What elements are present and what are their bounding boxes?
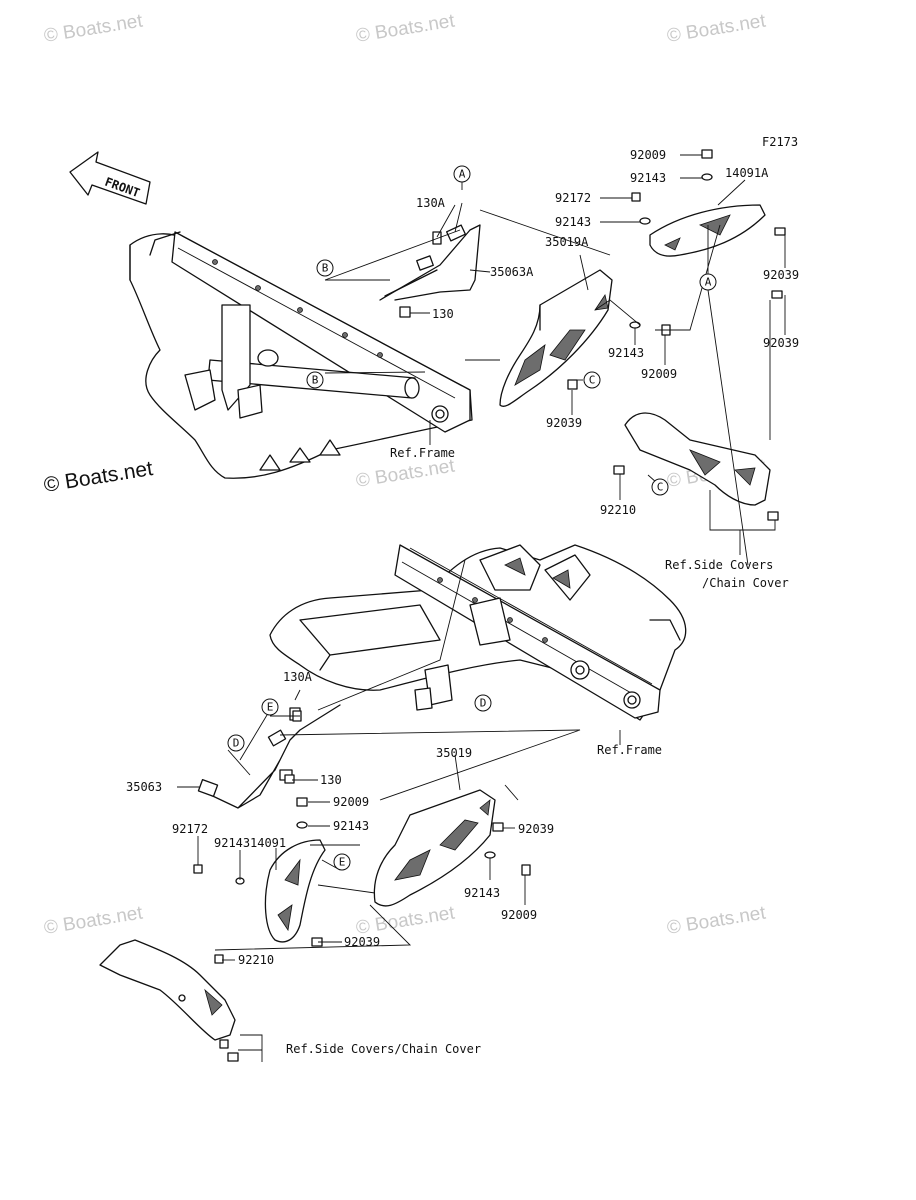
lower-label-130A: 130A [283,670,313,684]
upper-callout-C1: C [583,371,601,389]
lower-label-92143-top: 92143 [333,819,369,833]
upper-label-35019A: 35019A [545,235,589,249]
upper-assembly: A A B B C C 130A 35063A 130 Ref.Frame 35… [129,148,799,590]
lower-label-14091: 14091 [250,836,286,850]
upper-callout-A1: A [453,165,471,183]
lower-frame-rail [394,544,661,719]
watermark-top-right: © Boats.net [665,11,767,47]
upper-label-ref-chain-cover: /Chain Cover [702,576,789,590]
upper-label-92143-mid: 92143 [555,215,591,229]
watermark-top-center: © Boats.net [354,11,456,47]
lower-fastener-92009 [296,797,308,807]
lower-assembly: D D E E 130A 35063 130 Ref.Frame 35019 9… [99,544,687,1062]
lower-label-130: 130 [320,773,342,787]
lower-label-35019: 35019 [436,746,472,760]
watermark-bottom-center: © Boats.net [354,903,456,939]
lower-label-92143-left: 92143 [214,836,250,850]
watermark-dark: © Boats.net [42,457,154,497]
upper-label-92172: 92172 [555,191,591,205]
svg-text:D: D [480,697,487,710]
upper-fastener-92009 [701,149,713,159]
watermark-top-left: © Boats.net [42,11,144,47]
svg-text:B: B [312,374,319,387]
upper-label-92039-c: 92039 [546,416,582,430]
upper-label-92210: 92210 [600,503,636,517]
figure-code: F2173 [762,135,798,149]
watermark-bottom-right: © Boats.net [665,903,767,939]
lower-callout-E2: E [333,853,351,871]
lower-label-35063: 35063 [126,780,162,794]
upper-rod-35063A [379,224,481,301]
watermark-mid-center: © Boats.net [354,456,456,492]
svg-text:A: A [459,168,466,181]
watermark-bottom-left: © Boats.net [42,903,144,939]
upper-callout-C2: C [651,478,669,496]
upper-label-92143-low: 92143 [608,346,644,360]
lower-callout-E1: E [261,698,279,716]
lower-label-ref-side-covers: Ref.Side Covers/Chain Cover [286,1042,481,1056]
upper-label-14091A: 14091A [725,166,769,180]
upper-label-130A: 130A [416,196,446,210]
upper-callout-B1: B [316,259,334,277]
upper-label-ref-side-covers: Ref.Side Covers [665,558,773,572]
lower-label-92172: 92172 [172,822,208,836]
svg-text:D: D [233,737,240,750]
svg-text:C: C [657,481,664,494]
lower-label-92039-right: 92039 [518,822,554,836]
lower-label-92143-right: 92143 [464,886,500,900]
front-arrow-icon: FRONT [69,151,151,205]
lower-label-92210: 92210 [238,953,274,967]
upper-label-92009-top: 92009 [630,148,666,162]
upper-label-ref-frame: Ref.Frame [390,446,455,460]
lower-rod-35063 [199,704,341,809]
lower-label-92039-low: 92039 [344,935,380,949]
upper-callout-A2: A [699,273,717,291]
lower-label-92009-right: 92009 [501,908,537,922]
upper-callout-B2: B [306,371,324,389]
lower-label-92009-top: 92009 [333,795,369,809]
lower-callout-D1: D [474,694,492,712]
lower-side-cover [99,939,236,1041]
svg-text:E: E [267,701,274,714]
upper-label-35063A: 35063A [490,265,534,279]
svg-text:E: E [339,856,346,869]
upper-label-92143-top: 92143 [630,171,666,185]
svg-text:A: A [705,276,712,289]
svg-text:C: C [589,374,596,387]
upper-guard-14091A [649,204,766,257]
svg-text:B: B [322,262,329,275]
lower-guard-14091 [264,839,326,943]
upper-washer-92143 [701,173,713,181]
lower-callout-D2: D [227,734,245,752]
upper-label-92009-low: 92009 [641,367,677,381]
upper-label-92039-r2: 92039 [763,336,799,350]
upper-label-92039-r1: 92039 [763,268,799,282]
lower-washer-92143 [296,821,308,829]
lower-label-ref-frame: Ref.Frame [597,743,662,757]
upper-label-130: 130 [432,307,454,321]
